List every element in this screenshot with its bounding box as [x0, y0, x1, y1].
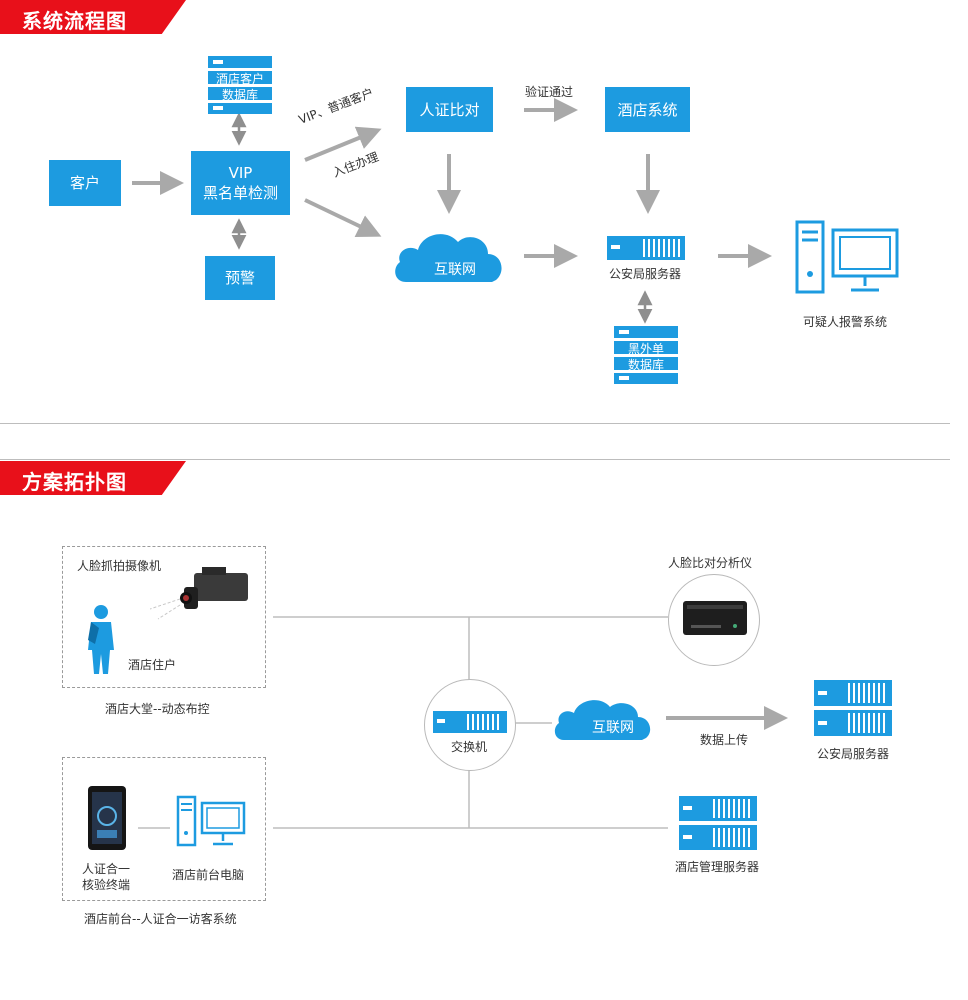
arrow-vip-idcompare: [304, 126, 382, 162]
police-server-label: 公安局服务器: [609, 267, 682, 281]
node-id-compare: 人证比对: [406, 87, 493, 132]
node-hotel-system-label: 酒店系统: [617, 100, 678, 119]
node-hotel-system: 酒店系统: [605, 87, 690, 132]
section-banner-topology: 方案拓扑图: [0, 461, 186, 495]
suspect-system-label: 可疑人报警系统: [803, 315, 888, 329]
hotel-mgmt-server-icon: [679, 796, 757, 850]
arrow-vip-internet: [304, 198, 382, 238]
terminal-icon: [86, 784, 132, 854]
node-vip-line2: 黑名单检测: [202, 184, 278, 202]
camera-label: 人脸抓拍摄像机: [77, 559, 162, 573]
police-server-label-2: 公安局服务器: [817, 747, 890, 761]
analyzer-circle: [668, 574, 760, 666]
divider-top: [0, 423, 950, 424]
cloud-icon: 互联网: [392, 224, 506, 284]
switch-label: 交换机: [451, 740, 488, 754]
person-icon: [86, 604, 122, 676]
lobby-group: [62, 546, 266, 688]
section-title-flow: 系统流程图: [22, 9, 127, 33]
hotel-db-line2: 数据库: [221, 88, 258, 102]
switch-circle: 交换机: [424, 679, 516, 771]
node-vip-line1: VIP: [228, 164, 253, 182]
hotel-mgmt-server-label: 酒店管理服务器: [675, 860, 760, 874]
front-pc-label: 酒店前台电脑: [172, 868, 245, 882]
node-warning-label: 预警: [224, 269, 255, 287]
hotel-customer-db-icon: 酒店客户 数据库: [208, 56, 272, 114]
computer-icon: [795, 220, 901, 296]
police-server-icon: [814, 680, 892, 736]
blacklist-db-line1: 黑外单: [627, 342, 664, 356]
edge-label-verified: 验证通过: [525, 85, 574, 99]
node-vip-blacklist: VIP 黑名单检测: [191, 151, 290, 215]
lobby-label: 酒店大堂--动态布控: [105, 702, 210, 716]
hotel-guest-label: 酒店住户: [128, 658, 177, 672]
front-desk-group: [62, 757, 266, 901]
front-desk-system-label: 酒店前台--人证合一访客系统: [84, 912, 237, 926]
section-title-topology: 方案拓扑图: [22, 470, 127, 494]
node-customer: 客户: [49, 160, 121, 206]
analyzer-label: 人脸比对分析仪: [668, 556, 753, 570]
terminal-line2: 核验终端: [82, 878, 131, 892]
cloud-label-2: 互联网: [592, 720, 634, 736]
node-id-compare-label: 人证比对: [419, 100, 480, 119]
terminal-line1: 人证合一: [82, 862, 131, 876]
section-banner-flow: 系统流程图: [0, 0, 186, 34]
blacklist-db-icon: 黑外单 数据库: [614, 326, 678, 384]
node-warning: 预警: [205, 256, 275, 300]
server-icon: [607, 236, 685, 260]
cloud-icon-2: 互联网: [552, 692, 656, 742]
data-upload-label: 数据上传: [700, 733, 749, 747]
hotel-db-line1: 酒店客户: [215, 72, 264, 86]
front-pc-icon: [176, 795, 246, 849]
cloud-label: 互联网: [434, 262, 476, 278]
blacklist-db-line2: 数据库: [627, 358, 664, 372]
node-customer-label: 客户: [69, 174, 100, 192]
divider-bottom: [0, 459, 950, 460]
camera-icon: [149, 565, 254, 621]
